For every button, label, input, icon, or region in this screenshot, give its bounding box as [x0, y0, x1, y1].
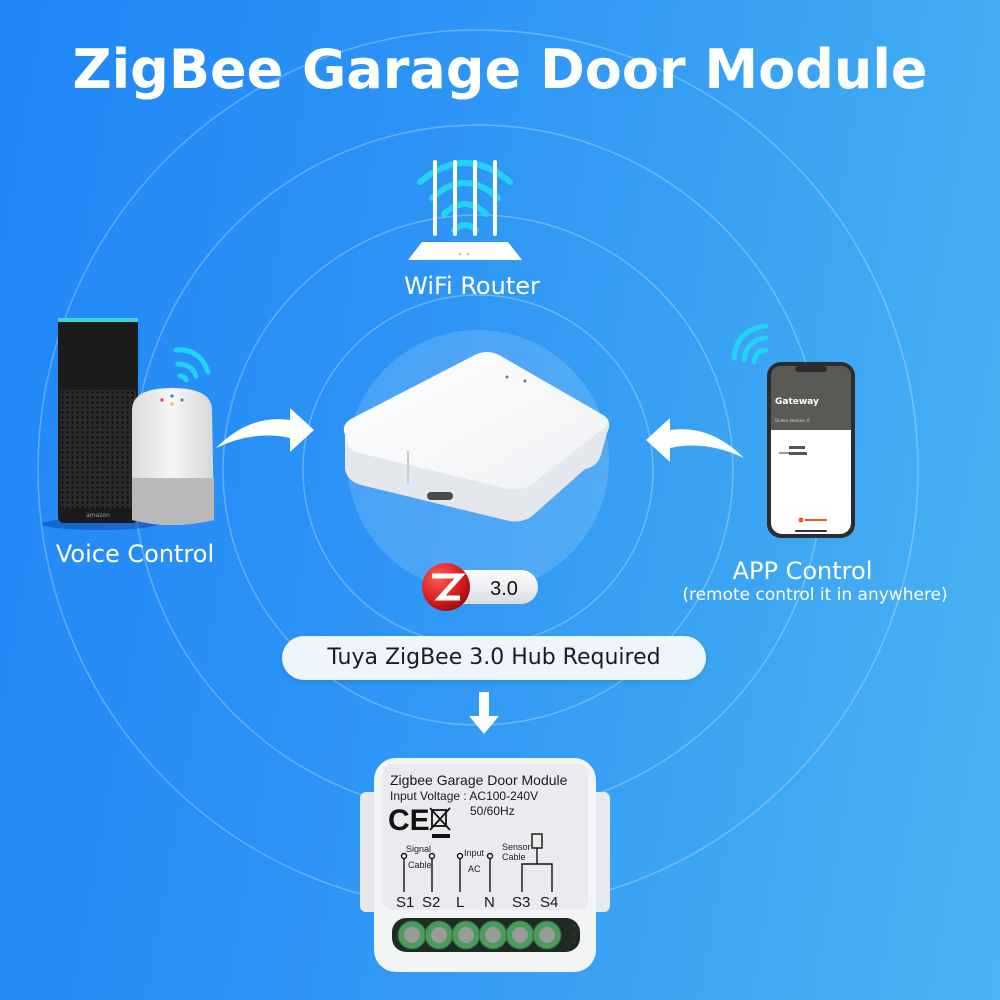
- app-screen-title: Gateway: [775, 397, 819, 407]
- page-title: ZigBee Garage Door Module: [72, 38, 928, 101]
- speaker-brand: amazon: [86, 512, 110, 519]
- router-label: WiFi Router: [404, 272, 540, 300]
- terminal-label-l: L: [456, 894, 465, 911]
- arrow-left-icon: [646, 418, 744, 462]
- weee-icon: [429, 807, 451, 831]
- app-control-label: APP Control: [732, 557, 873, 585]
- group-label-sensor-cable: Cable: [502, 852, 526, 862]
- zigbee-logo-icon: 3.0: [422, 563, 538, 611]
- wifi-router-icon: [408, 160, 522, 260]
- terminal-label-s1: S1: [396, 894, 415, 911]
- smartphone-icon: Gateway Online devices: 0: [767, 362, 855, 538]
- hub-required-pill: Tuya ZigBee 3.0 Hub Required: [282, 636, 706, 680]
- zigbee-hub-icon: [343, 352, 610, 522]
- arrow-down-icon: [469, 692, 499, 734]
- group-label-ac: AC: [468, 864, 481, 874]
- terminal-label-s2: S2: [422, 894, 441, 911]
- terminal-label-s3: S3: [512, 894, 531, 911]
- app-screen-subtitle: Online devices: 0: [775, 418, 810, 423]
- garage-door-module: CE: [360, 752, 610, 977]
- ce-mark: CE: [388, 804, 430, 837]
- wifi-signal-icon: [731, 323, 769, 365]
- terminal-label-s4: S4: [540, 894, 559, 911]
- terminal-label-n: N: [484, 894, 495, 911]
- module-name: Zigbee Garage Door Module: [390, 772, 568, 788]
- module-frequency: 50/60Hz: [470, 804, 515, 818]
- group-label-sensor: Sensor: [502, 842, 531, 852]
- app-control-sublabel: (remote control it in anywhere): [682, 585, 948, 605]
- voice-control-label: Voice Control: [55, 540, 215, 568]
- arrow-right-icon: [216, 408, 314, 452]
- module-voltage: Input Voltage : AC100-240V: [390, 789, 539, 803]
- smart-speaker-icon: amazon: [42, 318, 214, 530]
- group-label-input: Input: [464, 848, 485, 858]
- group-label-cable: Cable: [408, 860, 432, 870]
- group-label-signal: Signal: [406, 844, 432, 854]
- zigbee-version: 3.0: [490, 578, 518, 600]
